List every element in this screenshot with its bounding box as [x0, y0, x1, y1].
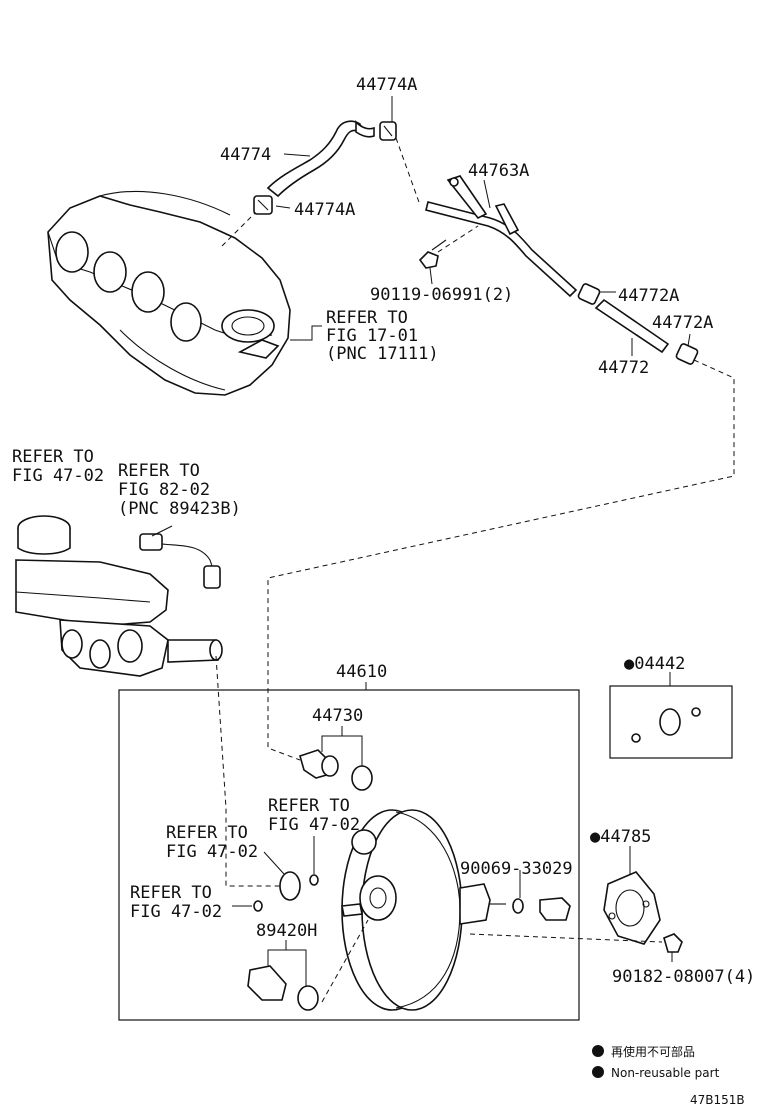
legend-bullet-jp: [592, 1045, 604, 1057]
master-cylinder: [15, 515, 223, 677]
label-44772A-2: 44772A: [652, 313, 713, 333]
label-44774A-top: 44774A: [356, 75, 417, 95]
label-44772: 44772: [598, 358, 649, 378]
refer-17-01-line2: FIG 17-01: [326, 326, 418, 346]
refer-47-02-c-line1: REFER TO: [166, 823, 248, 843]
clip-44774A-bottom: [253, 195, 273, 215]
kit-part-b: [691, 707, 701, 717]
sensor-connector: [139, 533, 221, 589]
refer-47-02-a-line1: REFER TO: [12, 447, 94, 467]
brake-booster: [341, 809, 506, 1011]
refer-47-02-d-line1: REFER TO: [130, 883, 212, 903]
hose-44774: [266, 120, 375, 198]
refer-47-02-a-line2: FIG 47-02: [12, 466, 104, 486]
label-44774: 44774: [220, 145, 271, 165]
kit-part-a: [631, 733, 641, 743]
repair-kit-box: [609, 685, 733, 759]
grommet-44730: [351, 765, 373, 791]
refer-82-02-line3: (PNC 89423B): [118, 499, 241, 519]
label-44730: 44730: [312, 706, 363, 726]
refer-47-02-b-line2: FIG 47-02: [268, 815, 360, 835]
label-44774A-bottom: 44774A: [294, 200, 355, 220]
refer-17-01-line1: REFER TO: [326, 308, 408, 328]
gasket-44785: [603, 871, 661, 945]
booster-assembly-box: [118, 689, 580, 1021]
refer-47-02-c-line2: FIG 47-02: [166, 842, 258, 862]
vacuum-tube-44763A: [425, 175, 578, 298]
diagram-code: 47B151B: [690, 1093, 745, 1107]
label-44763A: 44763A: [468, 161, 529, 181]
label-90182-08007: 90182-08007(4): [612, 967, 755, 987]
label-44772A-1: 44772A: [618, 286, 679, 306]
bolt-90119-06991: [418, 239, 447, 269]
check-valve-44730: [299, 749, 339, 779]
clip-44774A-top: [379, 121, 397, 141]
label-44785: ●44785: [590, 827, 651, 847]
label-90069-33029: 90069-33029: [460, 859, 573, 879]
intake-manifold: [47, 190, 291, 396]
o-ring: [279, 871, 301, 901]
label-44610: 44610: [336, 662, 387, 682]
kit-o-ring: [659, 708, 681, 736]
pin: [253, 900, 263, 912]
refer-17-01-line3: (PNC 17111): [326, 344, 439, 364]
refer-47-02-b-line1: REFER TO: [268, 796, 350, 816]
vacuum-sensor-89420H: [247, 965, 319, 1011]
nut-90182-08007: [663, 933, 683, 953]
legend-jp: 再使用不可部品: [611, 1044, 695, 1059]
legend-bullet-en: [592, 1066, 604, 1078]
refer-47-02-d-line2: FIG 47-02: [130, 902, 222, 922]
clip-44772A-1: [577, 283, 601, 305]
label-04442: ●04442: [624, 654, 685, 674]
small-seal: [309, 874, 319, 886]
clevis-90069-33029: [512, 897, 571, 921]
clip-44772A-2: [675, 343, 699, 365]
label-90119-06991: 90119-06991(2): [370, 285, 513, 305]
hose-44772: [594, 298, 670, 354]
legend-en: Non-reusable part: [611, 1066, 720, 1080]
refer-82-02-line2: FIG 82-02: [118, 480, 210, 500]
refer-82-02-line1: REFER TO: [118, 461, 200, 481]
label-89420H: 89420H: [256, 921, 317, 941]
